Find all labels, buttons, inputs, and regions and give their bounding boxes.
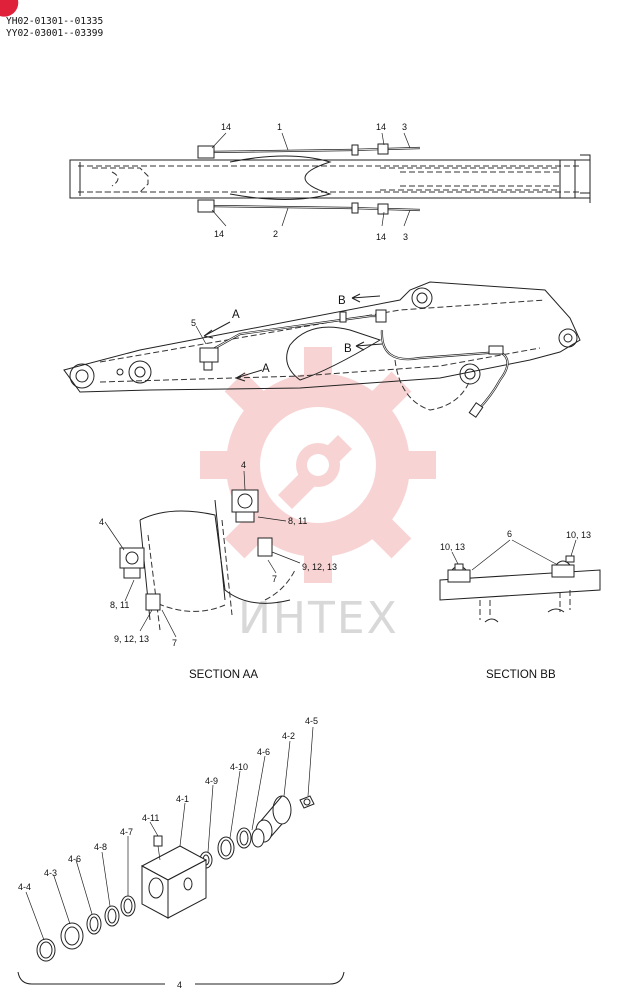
callout-3-top: 3 (402, 122, 407, 132)
boom-side-view (63, 281, 581, 418)
callout-14-top-left: 14 (221, 122, 231, 132)
section-bb-callout-10-13-left: 10, 13 (440, 542, 465, 552)
callout-2: 2 (273, 229, 278, 239)
callout-14-bottom-right: 14 (376, 232, 386, 242)
callout-5: 5 (191, 318, 196, 328)
section-arrow-b-bottom: B (344, 343, 352, 355)
exploded-callout-4-5: 4-5 (305, 716, 318, 726)
section-aa-callout-9-12-13-left: 9, 12, 13 (114, 634, 149, 644)
section-arrow-a-bottom: A (262, 363, 270, 375)
exploded-callout-4-9: 4-9 (205, 776, 218, 786)
boom-top-view (69, 132, 591, 227)
exploded-callout-4-6-upper: 4-6 (257, 747, 270, 757)
assembly-label-4: 4 (177, 980, 182, 990)
exploded-view-drawing (17, 726, 345, 985)
exploded-callout-4-2: 4-2 (282, 731, 295, 741)
section-arrow-b-top: B (338, 295, 346, 307)
callout-14-top-right: 14 (376, 122, 386, 132)
exploded-callout-4-8: 4-8 (94, 842, 107, 852)
exploded-callout-4-6-lower: 4-6 (68, 854, 81, 864)
section-bb-drawing (439, 539, 601, 623)
exploded-callout-4-10: 4-10 (230, 762, 248, 772)
corner-badge-icon (0, 0, 19, 17)
watermark-text: ИНТЕХ (238, 593, 399, 644)
section-aa-callout-7-right: 7 (272, 574, 277, 584)
exploded-callout-4-11: 4-11 (142, 813, 159, 823)
section-bb-title: SECTION BB (486, 669, 556, 681)
section-aa-callout-4-top: 4 (241, 460, 246, 470)
section-aa-callout-8-11-left: 8, 11 (110, 600, 129, 610)
callout-14-bottom-left: 14 (214, 229, 224, 239)
section-aa-callout-7-left: 7 (172, 638, 177, 648)
exploded-callout-4-3: 4-3 (44, 868, 57, 878)
section-arrow-a-top: A (232, 309, 240, 321)
section-bb-callout-10-13-right: 10, 13 (566, 530, 591, 540)
callout-1: 1 (277, 122, 282, 132)
section-aa-title: SECTION AA (189, 669, 258, 681)
section-aa-drawing (104, 470, 301, 638)
watermark-gear-icon (200, 347, 436, 583)
serial-range-1: YH02-01301--01335 (6, 16, 103, 27)
section-aa-callout-4-left: 4 (99, 517, 104, 527)
callout-3-bottom: 3 (403, 232, 408, 242)
exploded-callout-4-4: 4-4 (18, 882, 31, 892)
section-bb-callout-6: 6 (507, 529, 512, 539)
section-aa-callout-9-12-13-right: 9, 12, 13 (302, 562, 337, 572)
exploded-callout-4-7: 4-7 (120, 827, 133, 837)
exploded-callout-4-1: 4-1 (176, 794, 189, 804)
section-aa-callout-8-11-right: 8, 11 (288, 516, 307, 526)
serial-range-2: YY02-03001--03399 (6, 28, 104, 39)
